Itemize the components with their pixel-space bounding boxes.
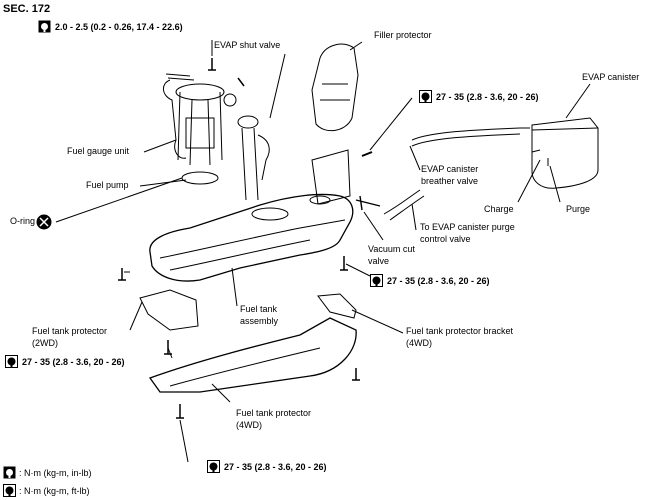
label-bracket-4wd-line-2: (4WD) [406,338,432,348]
torque-wrench-icon [419,90,432,103]
label-bracket-4wd-line-1: Fuel tank protector bracket [406,326,514,336]
torque-value: 2.0 - 2.5 (0.2 - 0.26, 17.4 - 22.6) [55,21,183,32]
label-protector-4wd-line-1: Fuel tank protector [236,408,312,418]
no-reuse-symbol [36,214,52,230]
torque-value: 27 - 35 (2.8 - 3.6, 20 - 26) [387,275,490,286]
torque-spec-tank: 27 - 35 (2.8 - 3.6, 20 - 26) [370,274,490,287]
o-ring-drawing [181,171,219,185]
fuel-tank-assembly-drawing [149,193,354,282]
torque-spec-top: 2.0 - 2.5 (0.2 - 0.26, 17.4 - 22.6) [38,20,183,33]
torque-wrench-icon [5,355,18,368]
torque-wrench-icon [3,484,16,497]
vacuum-cut-valve-drawing [355,195,381,211]
label-evap-breather-line-1: EVAP canister [421,164,479,174]
label-o-ring: O-ring [10,216,36,226]
label-protector-2wd-line-2: (2WD) [32,338,58,348]
torque-spec-evap: 27 - 35 (2.8 - 3.6, 20 - 26) [419,90,539,103]
label-to-evap-line-1: To EVAP canister purge [420,222,515,232]
label-fuel-pump: Fuel pump [86,180,129,190]
torque-spec-protector-2wd: 27 - 35 (2.8 - 3.6, 20 - 26) [5,355,125,368]
legend-text: : N·m (kg-m, ft-lb) [19,485,90,496]
label-filler-protector: Filler protector [374,30,432,40]
label-purge: Purge [566,204,591,214]
label-fuel-gauge-unit: Fuel gauge unit [67,146,130,156]
torque-wrench-icon [38,20,51,33]
label-protector-2wd-line-1: Fuel tank protector [32,326,108,336]
torque-value: 27 - 35 (2.8 - 3.6, 20 - 26) [22,356,125,367]
filler-protector-drawing [311,43,359,132]
protector-4wd-drawing [148,317,357,393]
evap-canister-drawing [531,117,599,189]
label-evap-canister: EVAP canister [582,72,640,82]
protector-bracket-4wd-drawing [317,293,357,319]
torque-wrench-icon [3,466,16,479]
protector-2wd-drawing [139,289,199,331]
label-charge: Charge [484,204,514,214]
label-vacuum-cut-line-1: Vacuum cut [368,244,415,254]
label-fuel-tank-line-2: assembly [240,316,279,326]
legend-ft-lb: : N·m (kg-m, ft-lb) [3,484,90,497]
fuel-pump-unit-drawing [163,73,225,166]
torque-wrench-icon [370,274,383,287]
evap-shut-valve-drawing [237,115,270,201]
label-vacuum-cut-line-2: valve [368,256,390,266]
label-evap-shut-valve: EVAP shut valve [214,40,281,50]
torque-spec-bottom: 27 - 35 (2.8 - 3.6, 20 - 26) [207,460,327,473]
legend-text: : N·m (kg-m, in-lb) [19,467,92,478]
label-to-evap-line-2: control valve [420,234,471,244]
evap-tube-drawing [411,127,530,147]
torque-wrench-icon [207,460,220,473]
label-fuel-tank-line-1: Fuel tank [240,304,278,314]
legend-in-lb: : N·m (kg-m, in-lb) [3,466,92,479]
label-evap-breather-line-2: breather valve [421,176,479,186]
torque-value: 27 - 35 (2.8 - 3.6, 20 - 26) [224,461,327,472]
section-number: SEC. 172 [3,3,51,15]
torque-value: 27 - 35 (2.8 - 3.6, 20 - 26) [436,91,539,102]
label-protector-4wd-line-2: (4WD) [236,420,262,430]
